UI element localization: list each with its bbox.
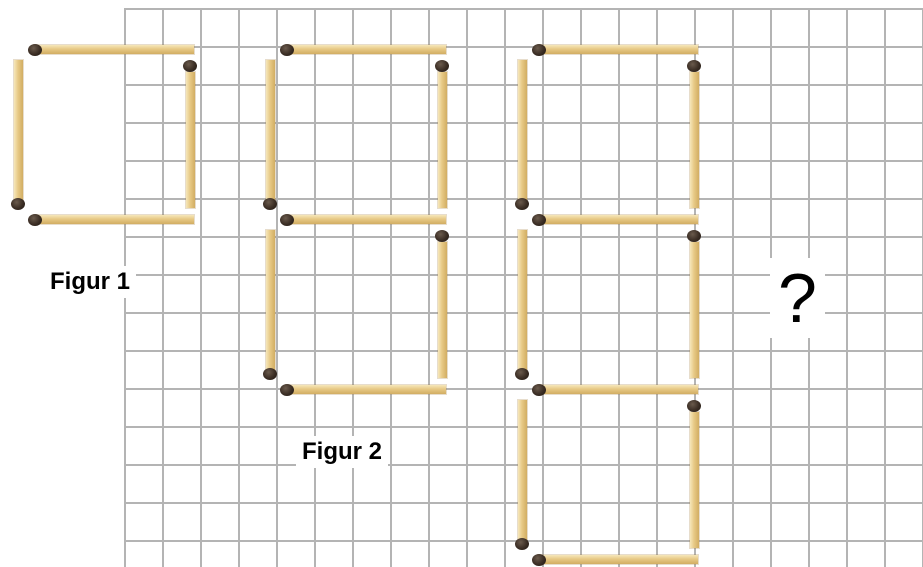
match-head <box>28 44 42 56</box>
figure-2-label: Figur 2 <box>296 436 388 468</box>
matchstick-vertical <box>438 242 447 378</box>
match-head <box>11 198 25 210</box>
matchstick-vertical <box>518 60 527 200</box>
matchstick-horizontal <box>286 215 446 224</box>
match-head <box>515 198 529 210</box>
matchstick-vertical <box>690 72 699 208</box>
match-head <box>263 368 277 380</box>
match-head <box>280 214 294 226</box>
matchstick-vertical <box>518 400 527 540</box>
matchstick-horizontal <box>34 215 194 224</box>
matchstick-horizontal <box>34 45 194 54</box>
match-head <box>435 60 449 72</box>
match-head <box>280 44 294 56</box>
matchstick-horizontal <box>286 385 446 394</box>
matchstick-vertical <box>518 230 527 370</box>
match-head <box>687 400 701 412</box>
match-head <box>532 214 546 226</box>
matchstick-vertical <box>266 230 275 370</box>
matchstick-horizontal <box>538 555 698 564</box>
matchstick-vertical <box>266 60 275 200</box>
match-head <box>28 214 42 226</box>
matchstick-horizontal <box>538 385 698 394</box>
match-head <box>515 538 529 550</box>
match-head <box>515 368 529 380</box>
match-head <box>532 384 546 396</box>
matchstick-vertical <box>14 60 23 200</box>
match-head <box>532 44 546 56</box>
match-head <box>532 554 546 566</box>
matchstick-horizontal <box>286 45 446 54</box>
matchstick-vertical <box>438 72 447 208</box>
matchstick-vertical <box>186 72 195 208</box>
matchstick-horizontal <box>538 45 698 54</box>
match-head <box>435 230 449 242</box>
match-head <box>687 60 701 72</box>
matchstick-horizontal <box>538 215 698 224</box>
match-head <box>263 198 277 210</box>
match-head <box>687 230 701 242</box>
matchstick-vertical <box>690 412 699 548</box>
question-mark: ? <box>770 258 825 338</box>
match-head <box>280 384 294 396</box>
figure-1-label: Figur 1 <box>44 266 136 298</box>
matchstick-vertical <box>690 242 699 378</box>
match-head <box>183 60 197 72</box>
